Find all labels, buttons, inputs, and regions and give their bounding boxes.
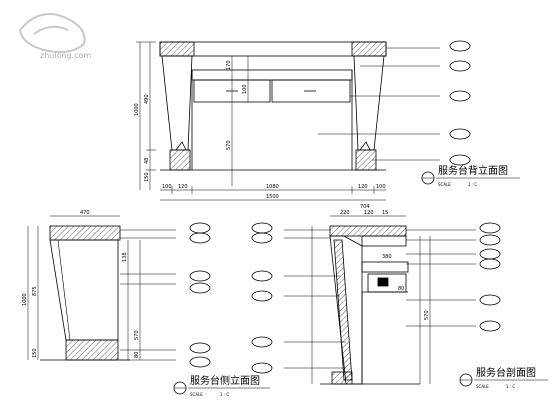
side-countertop bbox=[49, 225, 121, 241]
back-drawer-right bbox=[271, 79, 351, 103]
back-dim-left-0: 1000 bbox=[134, 103, 140, 116]
back-scale-value: 1 : C bbox=[468, 182, 477, 187]
side-scale-label: SCALE bbox=[190, 392, 203, 397]
section-callout-tags bbox=[251, 222, 501, 374]
side-dim-left-2: 150 bbox=[32, 348, 38, 358]
section-title: 服务台剖面图 bbox=[476, 366, 536, 379]
back-dim-1: 120 bbox=[178, 184, 188, 190]
back-dim-inner-0: 170 bbox=[226, 60, 232, 70]
back-dim-2: 1080 bbox=[266, 184, 279, 190]
back-base-left bbox=[169, 149, 191, 171]
section-dim-top-0: 220 bbox=[340, 210, 350, 216]
side-scale-value: 1 : C bbox=[220, 392, 229, 397]
section-scale-label: SCALE bbox=[476, 384, 489, 389]
section-view bbox=[284, 215, 476, 385]
section-countertop bbox=[329, 225, 407, 237]
section-front-core bbox=[333, 239, 353, 381]
section-top-shelf bbox=[361, 235, 407, 247]
back-foot-right bbox=[359, 141, 371, 151]
back-dim-total: 1500 bbox=[266, 194, 279, 200]
side-dim-right-2: 80 bbox=[134, 352, 140, 358]
back-dim-left-1: 490 bbox=[144, 94, 150, 104]
back-left-panel bbox=[161, 55, 193, 151]
back-scale-label: SCALE bbox=[438, 182, 451, 187]
side-dim-right-1: 570 bbox=[134, 330, 140, 340]
back-dim-4: 100 bbox=[376, 184, 386, 190]
back-title: 服务台背立面图 bbox=[438, 164, 508, 177]
section-dim-inner-1: 80 bbox=[398, 286, 404, 292]
side-base bbox=[65, 339, 119, 361]
section-dim-top-3: 704 bbox=[360, 204, 370, 210]
back-dim-inner-1: 100 bbox=[242, 84, 248, 94]
side-dim-left-1: 875 bbox=[32, 286, 38, 296]
side-title: 服务台侧立面图 bbox=[190, 374, 260, 387]
watermark-text: zhulong.com bbox=[40, 51, 91, 60]
side-dim-left-0: 1000 bbox=[22, 293, 28, 306]
side-elevation bbox=[27, 215, 176, 361]
section-dim-top-1: 120 bbox=[364, 210, 374, 216]
section-scale-value: 1 : C bbox=[506, 384, 515, 389]
back-dim-left-2: 48 bbox=[144, 158, 150, 164]
section-mid-shelf bbox=[361, 261, 409, 273]
back-top-rail bbox=[191, 69, 353, 81]
back-elevation bbox=[136, 41, 440, 201]
back-foot-left bbox=[175, 141, 187, 151]
section-drawer-handle bbox=[377, 277, 389, 287]
side-panel bbox=[49, 239, 119, 341]
section-dim-right-0: 570 bbox=[424, 310, 430, 320]
side-dim-top-0: 470 bbox=[80, 210, 90, 216]
back-dim-left-3: 150 bbox=[144, 172, 150, 182]
back-countertop-end-right bbox=[351, 41, 387, 57]
section-dim-inner-0: 380 bbox=[382, 254, 392, 260]
back-dim-0: 100 bbox=[162, 184, 172, 190]
back-dim-inner-2: 570 bbox=[226, 140, 232, 150]
back-dim-3: 120 bbox=[358, 184, 368, 190]
back-countertop-end-left bbox=[159, 41, 195, 57]
watermark-logo: zhulong.com bbox=[18, 13, 91, 60]
side-callout-tags bbox=[189, 222, 211, 368]
back-right-panel bbox=[353, 55, 385, 151]
back-callout-tags bbox=[449, 40, 471, 166]
section-dim-top-2: 15 bbox=[382, 210, 388, 216]
section-base bbox=[331, 371, 353, 385]
side-dim-right-0: 138 bbox=[122, 252, 128, 262]
